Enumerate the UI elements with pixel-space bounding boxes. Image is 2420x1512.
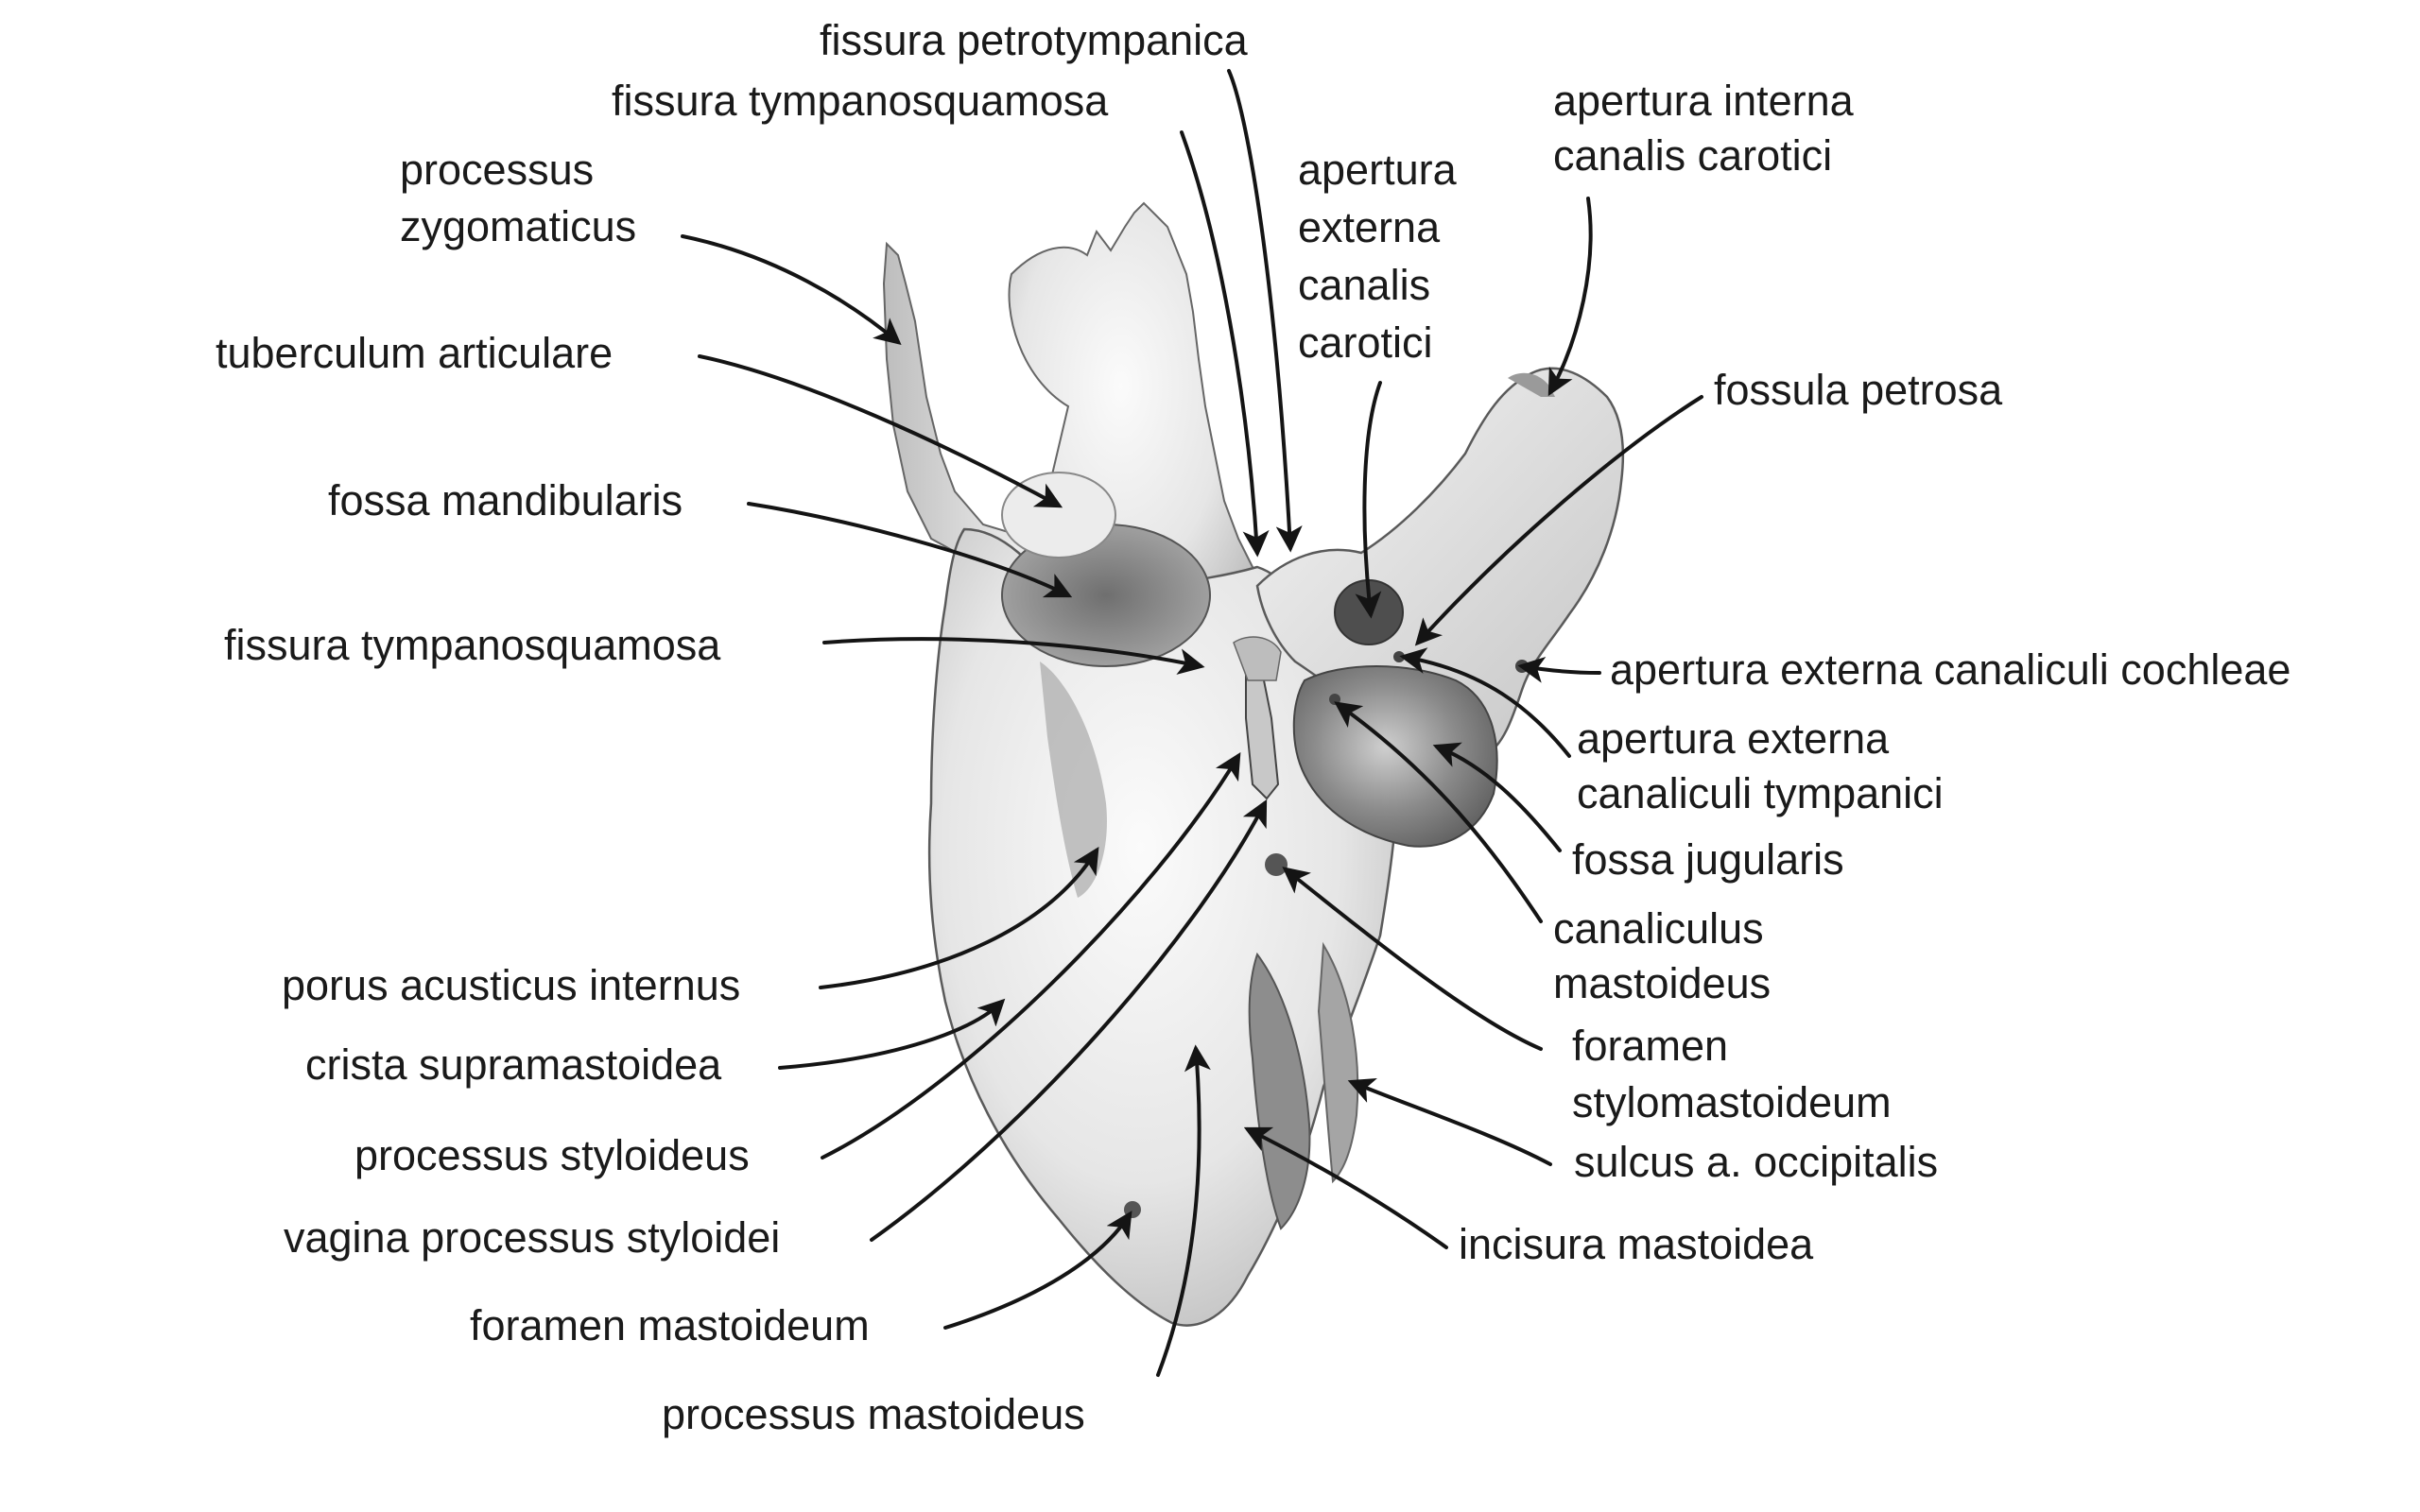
leader-processus-styloideus [821, 751, 1241, 1160]
label-apertura-externa-canaliculi-cochleae: apertura externa canaliculi cochleae [1610, 645, 2290, 694]
label-fossula-petrosa: fossula petrosa [1714, 366, 2003, 414]
leader-fissura-tympanosquamosa-mid [822, 637, 1205, 675]
lateral-shadow-shape [1040, 662, 1107, 898]
leader-apertura-interna-canalis-carotici [1547, 197, 1593, 397]
label-sulcus-a-occipitalis: sulcus a. occipitalis [1574, 1138, 1938, 1186]
label-foramen-mastoideum: foramen mastoideum [470, 1301, 870, 1349]
label-apertura-externa-canalis-carotici-line2: externa [1298, 203, 1441, 251]
leader-fissura-petrotympanica [1227, 69, 1303, 553]
label-canaliculus-mastoideus: canaliculus mastoideus [1553, 904, 1775, 1007]
label-foramen-stylomastoideum: foramen stylomastoideum [1572, 1022, 1892, 1126]
leader-porus-acusticus-internus [819, 847, 1099, 989]
leader-fossula-petrosa [1414, 395, 1703, 646]
label-processus-zygomaticus: processus zygomaticus [400, 146, 636, 250]
occipital-sulcus-shape [1317, 941, 1359, 1184]
label-apertura-interna-canalis-carotici-line1: apertura interna [1553, 77, 1855, 125]
leader-sulcus-a-occipitalis [1347, 1078, 1552, 1166]
label-porus-acusticus-internus: porus acusticus internus [282, 961, 740, 1009]
label-apertura-externa-canaliculi-tympanici-line2: canaliculi tympanici [1577, 769, 1944, 817]
label-fissura-tympanosquamosa-top: fissura tympanosquamosa [612, 77, 1109, 125]
leader-lines [681, 69, 1703, 1377]
label-foramen-stylomastoideum-line1: foramen [1572, 1022, 1728, 1070]
leader-apertura-externa-canaliculi-cochleae [1517, 657, 1601, 683]
label-fossa-jugularis: fossa jugularis [1572, 835, 1844, 884]
label-fissura-tympanosquamosa-mid: fissura tympanosquamosa [224, 621, 721, 669]
leader-fossa-jugularis [1432, 742, 1562, 852]
label-apertura-externa-canalis-carotici-line1: apertura [1298, 146, 1458, 194]
leader-canaliculus-mastoideus [1334, 701, 1543, 923]
styloid-sheath-shape [1233, 636, 1282, 681]
petrous-apex-notch [1508, 372, 1555, 397]
label-vagina-processus-styloidei: vagina processus styloidei [284, 1213, 780, 1262]
stylomastoid-foramen-shape [1265, 853, 1288, 876]
tuberculum-articulare-shape [1001, 472, 1116, 558]
label-processus-zygomaticus-line1: processus [400, 146, 594, 194]
mastoid-foramen-shape [1124, 1201, 1141, 1218]
leader-processus-mastoideus [1156, 1044, 1211, 1377]
label-foramen-stylomastoideum-line2: stylomastoideum [1572, 1078, 1892, 1126]
mastoid-notch-shape [1248, 952, 1311, 1230]
temporal-bone-illustration [882, 201, 1625, 1327]
label-apertura-externa-canaliculi-tympanici-line1: apertura externa [1577, 714, 1890, 763]
label-processus-zygomaticus-line2: zygomaticus [400, 202, 636, 250]
label-fossa-mandibularis: fossa mandibularis [328, 476, 683, 524]
label-apertura-externa-canalis-carotici-line3: canalis [1298, 261, 1430, 309]
leader-fossa-mandibularis [747, 502, 1073, 598]
leader-foramen-stylomastoideum [1282, 867, 1543, 1051]
leader-apertura-externa-canaliculi-tympanici [1399, 647, 1571, 758]
leader-processus-zygomaticus [681, 234, 902, 346]
leader-crista-supramastoidea [778, 998, 1006, 1070]
label-processus-mastoideus: processus mastoideus [662, 1390, 1085, 1438]
labels: fissura petrotympanica fissura tympanosq… [216, 16, 2290, 1438]
label-apertura-interna-canalis-carotici-line2: canalis carotici [1553, 131, 1832, 180]
label-canaliculus-mastoideus-line2: mastoideus [1553, 959, 1771, 1007]
leader-vagina-processus-styloidei [870, 799, 1268, 1242]
label-apertura-interna-canalis-carotici: apertura interna canalis carotici [1553, 77, 1865, 180]
label-apertura-externa-canalis-carotici-line4: carotici [1298, 318, 1433, 367]
label-fissura-petrotympanica: fissura petrotympanica [820, 16, 1249, 64]
leader-incisura-mastoidea [1243, 1126, 1448, 1249]
leader-tuberculum-articulare [698, 354, 1063, 508]
label-processus-styloideus: processus styloideus [354, 1131, 750, 1179]
label-tuberculum-articulare: tuberculum articulare [216, 329, 613, 377]
label-apertura-externa-canaliculi-tympanici: apertura externa canaliculi tympanici [1577, 714, 1944, 817]
leader-fissura-tympanosquamosa-top [1180, 130, 1270, 558]
label-crista-supramastoidea: crista supramastoidea [305, 1040, 722, 1089]
label-apertura-externa-canalis-carotici: apertura externa canalis carotici [1298, 146, 1468, 367]
label-incisura-mastoidea: incisura mastoidea [1459, 1220, 1814, 1268]
leader-apertura-externa-canalis-carotici [1355, 381, 1382, 619]
label-canaliculus-mastoideus-line1: canaliculus [1553, 904, 1764, 953]
leader-foramen-mastoideum [943, 1211, 1132, 1330]
